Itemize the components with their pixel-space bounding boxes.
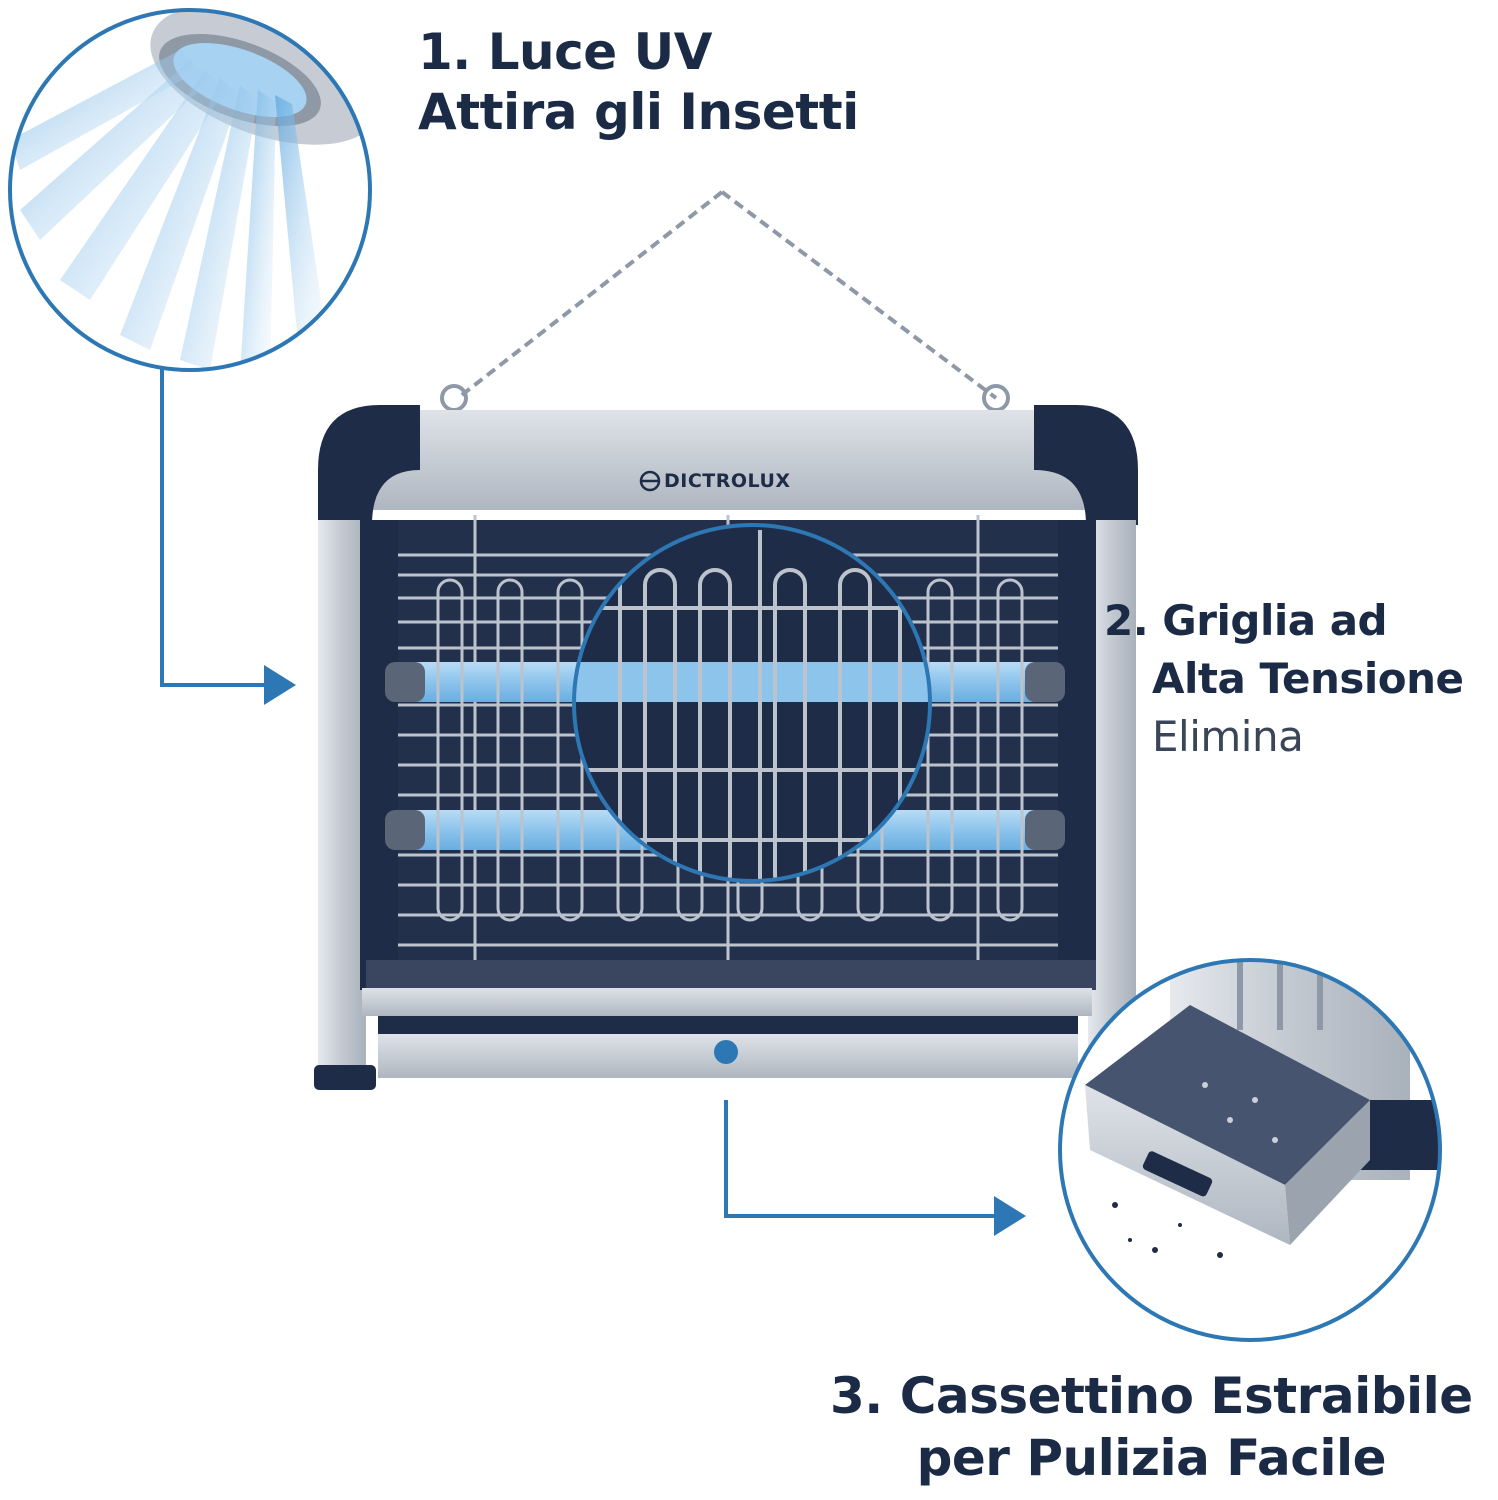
hanging-chain	[440, 190, 1010, 412]
uv-light-zoom	[8, 8, 372, 372]
feature-2-subtitle: Alta Tensione	[1152, 654, 1464, 703]
bug-zapper-device	[314, 405, 1142, 1090]
feature-drawer-label: 3. Cassettino Estraibile per Pulizia Fac…	[830, 1365, 1473, 1489]
feature-uv-light-label: 1. Luce UV Attira gli Insetti	[418, 22, 859, 142]
drawer-zoom	[1058, 958, 1442, 1342]
feature-1-subtitle: Attira gli Insetti	[418, 83, 859, 141]
brand-logo-text: DICTROLUX	[664, 470, 791, 492]
feature-grid-label: 2. Griglia ad Alta Tensione Elimina	[1104, 592, 1464, 766]
feature-3-title: 3. Cassettino Estraibile	[830, 1367, 1473, 1425]
feature-2-description: Elimina	[1152, 712, 1304, 761]
feature-1-title: 1. Luce UV	[418, 23, 712, 81]
feature-3-subtitle: per Pulizia Facile	[916, 1429, 1387, 1487]
connector-arrow-2	[724, 1100, 1026, 1236]
grid-zoom	[572, 523, 932, 883]
connector-arrow-1	[160, 368, 296, 705]
feature-2-title: 2. Griglia ad	[1104, 596, 1388, 645]
